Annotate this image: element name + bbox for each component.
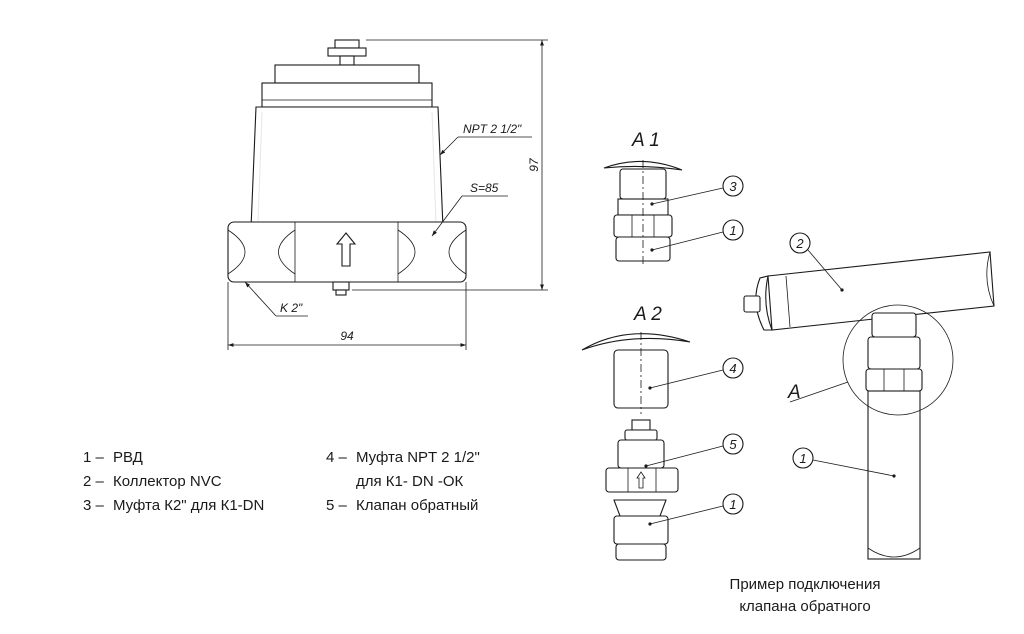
dim-k-label: K 2" <box>280 301 303 315</box>
dim-height-label: 97 <box>527 157 541 172</box>
view-label-a2: A 2 <box>633 304 662 325</box>
caption-line-2: клапана обратного <box>739 598 871 615</box>
dim-width-label: 94 <box>340 329 354 343</box>
figure-caption: Пример подключения клапана обратного <box>690 574 920 618</box>
legend-item-3: 3 –Муфта К2" для К1-DN <box>83 497 265 514</box>
exploded-view-a1: A 1 3 1 <box>603 130 744 266</box>
caption-line-1: Пример подключения <box>729 576 881 593</box>
callout-1c: 1 <box>799 451 806 466</box>
dim-npt-label: NPT 2 1/2" <box>463 122 522 136</box>
exploded-view-a2: A 2 4 5 1 <box>581 304 744 561</box>
legend-item-5: 5 –Клапан обратный <box>326 497 479 514</box>
callout-4: 4 <box>729 361 736 376</box>
legend-item-4-cont: для К1- DN -ОК <box>356 473 464 490</box>
legend-column-2: 4 –Муфта NPT 2 1/2" для К1- DN -ОК 5 –Кл… <box>326 446 480 518</box>
assembly-view: A 2 1 <box>743 232 995 560</box>
view-label-a1: A 1 <box>631 130 660 151</box>
callout-5: 5 <box>729 437 737 452</box>
callout-1a: 1 <box>729 223 736 238</box>
legend-column-1: 1 –РВД 2 –Коллектор NVC 3 –Муфта К2" для… <box>83 446 264 518</box>
callout-3: 3 <box>729 179 737 194</box>
legend-item-1: 1 –РВД <box>83 449 143 466</box>
legend-item-4: 4 –Муфта NPT 2 1/2" <box>326 449 480 466</box>
callout-1b: 1 <box>729 497 736 512</box>
valve-front-view: 97 94 NPT 2 1/2" S=85 K 2" <box>227 39 548 350</box>
legend-item-2: 2 –Коллектор NVC <box>83 473 222 490</box>
callout-2: 2 <box>795 236 804 251</box>
dim-wrench-label: S=85 <box>470 181 499 195</box>
view-label-a: A <box>787 382 801 403</box>
